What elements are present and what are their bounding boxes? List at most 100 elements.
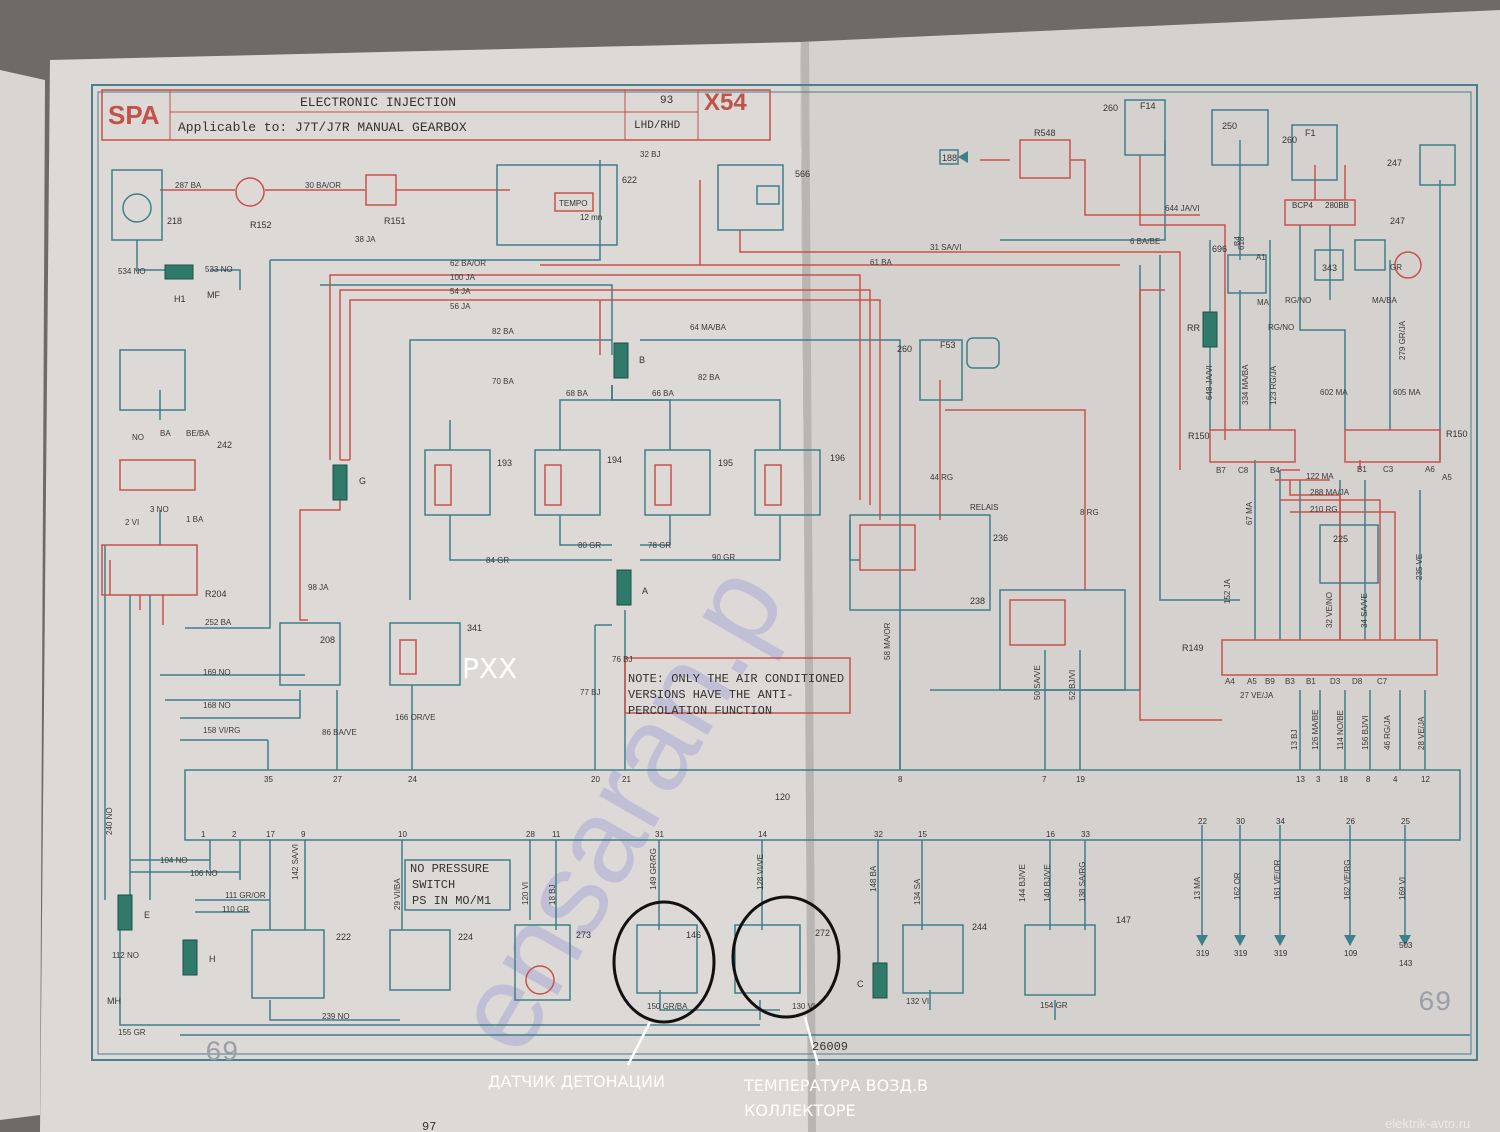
wire-label: MA/BA <box>1372 296 1398 305</box>
label-120: 120 <box>775 792 790 802</box>
wire-label: 252 BA <box>205 618 232 627</box>
wire-label: C8 <box>1238 466 1249 475</box>
connector-rr: RR <box>1187 323 1200 333</box>
wire-label: 30 BA/OR <box>305 181 341 190</box>
connector-h: H <box>209 954 216 964</box>
wire-label: C3 <box>1383 465 1394 474</box>
wire-label: 288 MA/JA <box>1310 488 1350 497</box>
wire-label: B1 <box>1357 465 1367 474</box>
wire-label: B4 <box>1233 236 1242 246</box>
ecu-pin-top: 8 <box>1366 775 1371 784</box>
label-224: 224 <box>458 932 473 942</box>
ecu-pin-bottom: 14 <box>758 830 767 839</box>
page-number-left: 97 <box>422 1120 436 1132</box>
ecu-pin-bottom: 26 <box>1346 817 1355 826</box>
wire-label: 156 BJ/VI <box>1361 715 1370 750</box>
wire-label: 8 RG <box>1080 508 1099 517</box>
label-341: 341 <box>467 623 482 633</box>
wire-label: A5 <box>1247 677 1257 686</box>
wire-label: 29 VI/BA <box>393 878 402 910</box>
component-labels: 218 R152 R151 622 TEMPO 12 mn 566 R548 1… <box>167 101 1468 942</box>
label-r150-b: R150 <box>1446 429 1468 439</box>
label-622: 622 <box>622 175 637 185</box>
wire-label: 618 <box>1237 236 1246 250</box>
label-222: 222 <box>336 932 351 942</box>
wire-label: 648 JA/VI <box>1205 365 1214 400</box>
label-260-c: 260 <box>897 344 912 354</box>
wire-label: 50 SA/VE <box>1033 665 1042 700</box>
wire-label: B9 <box>1265 677 1275 686</box>
wire-label: 126 MA/BE <box>1311 710 1320 750</box>
label-188: 188 <box>942 153 957 163</box>
output-ref: 319 <box>1274 949 1288 958</box>
wire-label: 86 BA/VE <box>322 728 357 737</box>
output-ref: 319 <box>1234 949 1248 958</box>
wire-label: 82 BA <box>698 373 720 382</box>
wire-label: 64 MA/BA <box>690 323 727 332</box>
wire-label: 28 VE/JA <box>1417 716 1426 750</box>
wiring-teal <box>104 140 1470 1036</box>
wire-label: 144 BJ/VE <box>1018 864 1027 902</box>
wire-label: 13 MA <box>1193 876 1202 900</box>
wire-label: 287 BA <box>175 181 202 190</box>
wire-label: B4 <box>1270 466 1280 475</box>
connector-e: E <box>144 910 150 920</box>
wire-label: 2 VI <box>125 518 139 527</box>
ecu-pin-top: 21 <box>622 775 631 784</box>
wire-label: MA <box>1257 298 1270 307</box>
wire-label: BA <box>160 429 171 438</box>
wire-label: 6 BA/BE <box>1130 237 1160 246</box>
wire-label: 130 VI <box>792 1002 815 1011</box>
pointer-temp <box>803 1016 820 1066</box>
junction-connectors <box>117 264 1218 999</box>
wire-label: D3 <box>1330 677 1341 686</box>
note-np-line2: SWITCH <box>412 878 455 892</box>
wire-label: 68 BA <box>566 389 588 398</box>
wire-label: 38 JA <box>355 235 376 244</box>
wire-label: 155 GR <box>118 1028 146 1037</box>
wire-label: 534 NO <box>118 267 146 276</box>
wire-label: 152 JA <box>1223 578 1232 604</box>
wire-label: 106 NO <box>190 869 218 878</box>
output-ref: 503 <box>1399 941 1413 950</box>
wire-label: A1 <box>1256 253 1266 262</box>
drawing-inner-frame <box>97 91 1472 1055</box>
wire-label: 158 VI/RG <box>203 726 240 735</box>
ecu-pin-bottom: 9 <box>301 830 306 839</box>
label-r548: R548 <box>1034 128 1056 138</box>
wire-label: B1 <box>1306 677 1316 686</box>
ecu-pin-top: 18 <box>1339 775 1348 784</box>
page-number-left-faint: 69 <box>205 1038 239 1069</box>
applicable-text: Applicable to: J7T/J7R MANUAL GEARBOX <box>178 120 467 135</box>
wire-label: 140 BJ/VE <box>1043 864 1052 902</box>
wire-label: 61 BA <box>870 258 892 267</box>
wire-label: NO <box>132 433 144 442</box>
watermark-site: elektrik-avto.ru <box>1385 1116 1470 1131</box>
wire-label: 166 OR/VE <box>395 713 435 722</box>
ecu-pin-top: 20 <box>591 775 600 784</box>
ecu-pin-bottom: 1 <box>201 830 206 839</box>
wire-label: 168 NO <box>203 701 231 710</box>
wire-label: 31 SA/VI <box>930 243 962 252</box>
wire-label: 138 SA/RG <box>1078 862 1087 902</box>
label-218: 218 <box>167 216 182 226</box>
label-260-a: 260 <box>1103 103 1118 113</box>
wire-label: B3 <box>1285 677 1295 686</box>
logo-text: SPA <box>108 100 160 130</box>
label-250: 250 <box>1222 121 1237 131</box>
label-195: 195 <box>718 458 733 468</box>
note-no-pressure: NO PRESSURE SWITCH PS IN MO/M1 <box>410 862 491 908</box>
note-np-line1: NO PRESSURE <box>410 862 489 876</box>
label-r152: R152 <box>250 220 272 230</box>
label-f1: F1 <box>1305 128 1316 138</box>
ecu-pin-top: 24 <box>408 775 417 784</box>
wire-label: RG/NO <box>1285 296 1311 305</box>
wire-label: 239 NO <box>322 1012 350 1021</box>
wire-label: 150 GR/BA <box>647 1002 688 1011</box>
wire-label: 533 NO <box>205 265 233 274</box>
components <box>101 99 1456 1001</box>
wire-label: 279 GR/JA <box>1398 320 1407 360</box>
wire-label: 67 MA <box>1245 501 1254 525</box>
